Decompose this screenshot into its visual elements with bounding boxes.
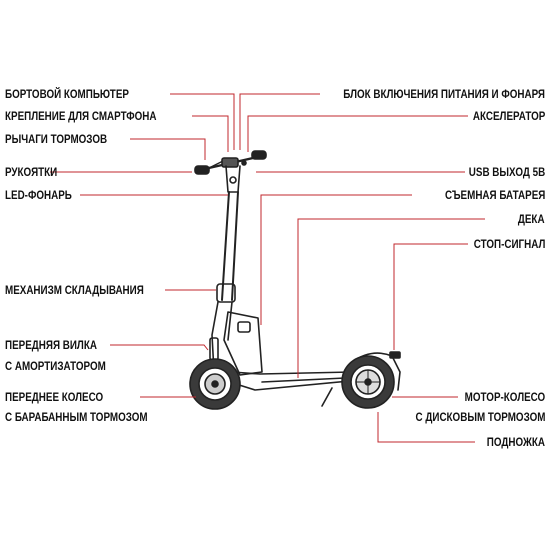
- leader-front-fork: [110, 344, 209, 351]
- front-wheel: [189, 358, 241, 410]
- leader-brake-levers: [130, 138, 206, 160]
- rear-wheel: [341, 355, 395, 409]
- handlebar: [194, 150, 267, 175]
- label-usb-output: USB ВЫХОД 5В: [468, 165, 545, 179]
- label-power-light-block: БЛОК ВКЛЮЧЕНИЯ ПИТАНИЯ И ФОНАРЯ: [343, 87, 545, 101]
- battery-badge: [237, 321, 251, 333]
- label-brake-levers: РЫЧАГИ ТОРМОЗОВ: [5, 132, 108, 146]
- label-phone-mount: КРЕПЛЕНИЕ ДЛЯ СМАРТФОНА: [5, 109, 157, 123]
- head-tube: [225, 165, 241, 193]
- accelerator: [241, 160, 247, 166]
- label-motor-wheel-line1: МОТОР-КОЛЕСО: [464, 390, 545, 404]
- deck-stripe: [261, 377, 346, 383]
- leader-accelerator: [247, 115, 468, 152]
- stem-back: [231, 191, 239, 301]
- label-stop-signal: СТОП-СИГНАЛ: [473, 237, 545, 251]
- label-accelerator: АКСЕЛЕРАТОР: [472, 109, 545, 123]
- label-removable-battery: СЪЕМНАЯ БАТАРЕЯ: [444, 188, 545, 202]
- shock-absorber: [209, 337, 219, 361]
- label-front-wheel-line2: С БАРАБАННЫМ ТОРМОЗОМ: [5, 410, 148, 424]
- label-onboard-computer: БОРТОВОЙ КОМПЬЮТЕР: [5, 87, 129, 101]
- stop-signal: [389, 351, 401, 359]
- label-motor-wheel-line2: С ДИСКОВЫМ ТОРМОЗОМ: [415, 410, 545, 424]
- scooter-illustration: [189, 150, 401, 410]
- leader-phone-mount: [192, 115, 229, 152]
- leader-lines: [50, 93, 485, 443]
- label-front-fork-line1: ПЕРЕДНЯЯ ВИЛКА: [5, 338, 97, 352]
- label-front-wheel-line1: ПЕРЕДНЕЕ КОЛЕСО: [5, 390, 104, 404]
- leader-kickstand: [377, 412, 475, 443]
- stem-front: [221, 191, 230, 301]
- label-led-light: LED-ФОНАРЬ: [5, 188, 72, 202]
- right-grip: [251, 150, 267, 160]
- leader-removable-battery: [260, 194, 412, 325]
- leader-onboard-computer: [170, 93, 235, 150]
- label-kickstand: ПОДНОЖКА: [486, 435, 545, 449]
- label-front-fork-line2: С АМОРТИЗАТОРОМ: [5, 359, 106, 373]
- leader-power-light-block: [239, 93, 320, 150]
- label-deck: ДЕКА: [518, 212, 545, 226]
- leader-stop-signal: [393, 243, 468, 350]
- led-light: [229, 176, 237, 184]
- leader-deck: [297, 218, 485, 378]
- label-folding-mechanism: МЕХАНИЗМ СКЛАДЫВАНИЯ: [5, 283, 144, 297]
- onboard-computer: [221, 157, 239, 168]
- label-grips: РУКОЯТКИ: [5, 165, 58, 179]
- folding-mechanism: [216, 283, 236, 303]
- front-fork-rear: [227, 301, 233, 341]
- kickstand: [321, 387, 333, 407]
- left-grip: [194, 165, 210, 175]
